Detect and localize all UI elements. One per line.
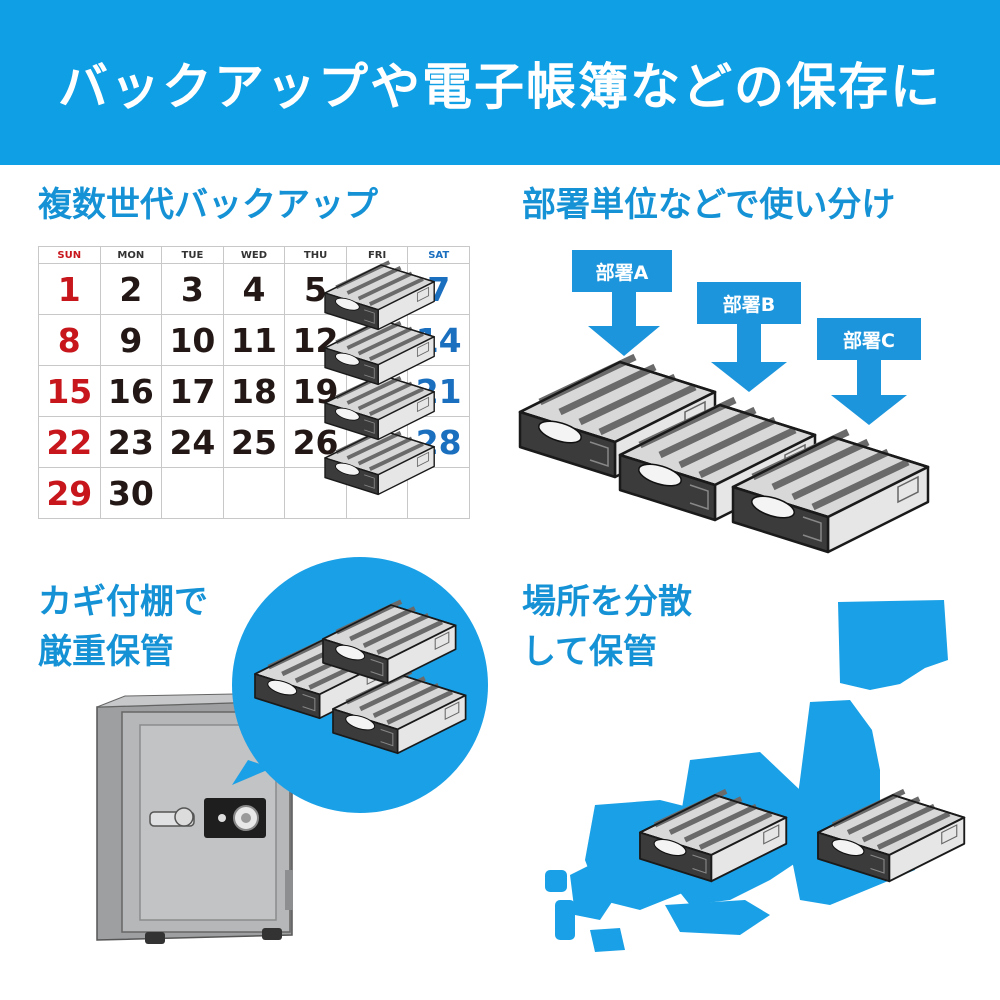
heading-safe: カギ付棚で 厳重保管 — [38, 580, 208, 674]
heading-safe-line2: 厳重保管 — [38, 632, 174, 672]
heading-distributed: 場所を分散 して保管 — [522, 580, 692, 674]
calendar-day: 11 — [222, 314, 286, 366]
down-arrow-icon — [711, 318, 787, 392]
heading-distributed-line2: して保管 — [522, 632, 657, 672]
calendar-day: 16 — [99, 365, 163, 417]
calendar-day: 8 — [38, 314, 101, 366]
heading-multi-generation: 複数世代バックアップ — [38, 185, 378, 225]
down-arrow-icon — [831, 355, 907, 425]
calendar-day: 22 — [38, 416, 101, 468]
calendar-day: 4 — [222, 263, 286, 315]
calendar-day — [407, 467, 470, 519]
calendar-day — [222, 467, 286, 519]
japan-map-icon — [545, 600, 948, 952]
calendar-day: 29 — [38, 467, 101, 519]
calendar-day: 9 — [99, 314, 163, 366]
down-arrow-icon — [588, 292, 660, 356]
calendar-week: 29 30 — [38, 467, 470, 519]
heading-department: 部署単位などで使い分け — [522, 185, 896, 225]
calendar-day: 1 — [38, 263, 101, 315]
department-tag-a: 部署A — [572, 250, 672, 292]
department-tag-b: 部署B — [697, 282, 801, 324]
calendar-day: 25 — [222, 416, 286, 468]
heading-distributed-line1: 場所を分散 — [522, 582, 692, 622]
calendar-day: 10 — [161, 314, 224, 366]
calendar-week: 15 16 17 18 19 21 — [38, 365, 470, 417]
heading-safe-line1: カギ付棚で — [38, 582, 208, 622]
banner-title: バックアップや電子帳簿などの保存に — [58, 57, 942, 116]
calendar-day: 18 — [222, 365, 286, 417]
department-tag-c: 部署C — [817, 318, 921, 360]
calendar-day — [161, 467, 224, 519]
calendar-day: 2 — [99, 263, 163, 315]
calendar-day: 30 — [99, 467, 163, 519]
calendar-day: 24 — [161, 416, 224, 468]
header-banner: バックアップや電子帳簿などの保存に — [0, 0, 1000, 165]
